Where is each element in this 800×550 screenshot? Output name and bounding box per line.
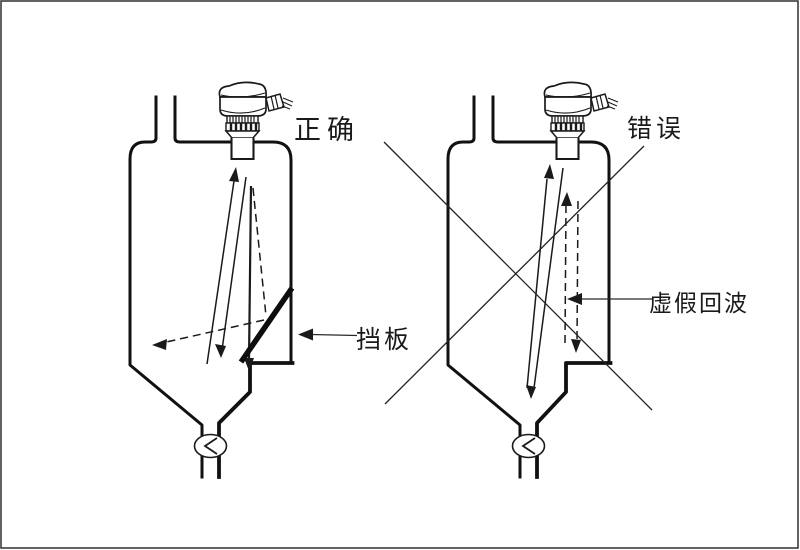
label-false-echo: 虚假回波	[649, 291, 749, 316]
valve-icon-right	[511, 433, 546, 459]
label-wrong: 错误	[627, 115, 685, 143]
false-echo-right	[561, 192, 581, 353]
label-correct: 正确	[294, 115, 360, 145]
radar-beam-right	[526, 164, 564, 399]
baffle-plate	[238, 286, 295, 364]
arrow-left-icon	[567, 293, 582, 305]
false-echo-callout: 虚假回波	[567, 291, 749, 316]
prohibition-x-icon	[383, 141, 653, 411]
baffle-callout: 挡板	[298, 326, 412, 354]
tank-wrong-diagram: 错误 虚假回波	[383, 81, 749, 479]
label-baffle: 挡板	[356, 326, 412, 354]
deflected-echo-left	[152, 187, 267, 350]
tank-outline-right	[446, 95, 613, 479]
radar-beam-left	[206, 167, 254, 371]
valve-icon-left	[193, 433, 228, 459]
tank-correct-diagram: 正确 挡板	[128, 81, 412, 479]
arrow-left-icon	[298, 328, 313, 341]
